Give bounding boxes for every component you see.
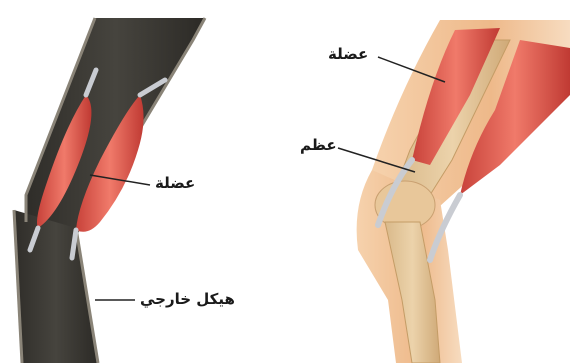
- human-leg: [357, 20, 570, 363]
- label-bone: عظم: [300, 138, 337, 153]
- label-human-muscle: عضلة: [328, 47, 368, 62]
- label-exo-muscle: عضلة: [155, 176, 195, 191]
- label-exoskeleton: هيكل خارجي: [140, 292, 235, 307]
